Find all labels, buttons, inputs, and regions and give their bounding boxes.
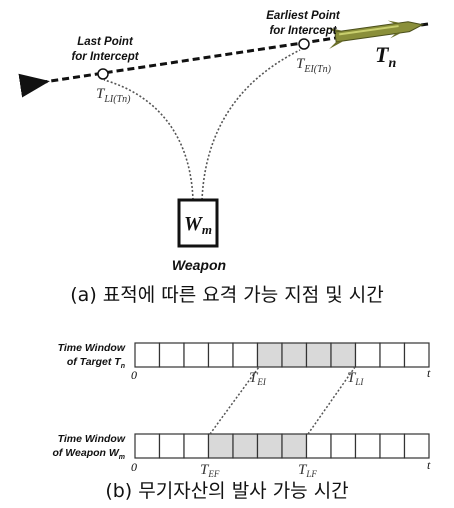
weapon-window-slot <box>307 434 332 458</box>
target-window-slot <box>282 343 307 367</box>
weapon-window-slot <box>258 434 283 458</box>
weapon-window-slot <box>135 434 160 458</box>
weapon-window-label-line2: of Weapon Wm <box>52 447 125 461</box>
target-window-slot <box>160 343 185 367</box>
t-li-marker-label: TLI <box>347 370 364 387</box>
weapon-window-slot <box>331 434 356 458</box>
weapon-window-slot <box>282 434 307 458</box>
weapon-axis-end: t <box>427 458 431 472</box>
target-time-window <box>135 343 429 367</box>
caption-a: (a) 표적에 따른 요격 가능 지점 및 시간 <box>70 284 383 306</box>
target-window-slot <box>233 343 258 367</box>
weapon-axis-origin: 0 <box>131 460 137 474</box>
target-window-slot <box>209 343 234 367</box>
target-label: Tn <box>375 42 396 71</box>
weapon-window-label-line1: Time Window <box>58 433 126 445</box>
target-window-slot <box>380 343 405 367</box>
weapon-window-slot <box>380 434 405 458</box>
target-window-label-line2: of Target Tn <box>67 356 125 370</box>
earliest-point-label-line1: Earliest Point <box>266 10 341 22</box>
t-lf-marker-label: TLF <box>298 462 317 479</box>
target-window-slot <box>331 343 356 367</box>
weapon-to-earliest-point-curve <box>202 50 300 200</box>
weapon-window-slot <box>160 434 185 458</box>
weapon-window-slot <box>356 434 381 458</box>
target-window-slot <box>405 343 430 367</box>
panel-b: Time Window of Target Tn Time Window of … <box>52 342 431 502</box>
t-ef-marker-label: TEF <box>200 462 220 479</box>
weapon-window-slot <box>405 434 430 458</box>
target-window-slot <box>356 343 381 367</box>
target-window-slot <box>258 343 283 367</box>
last-point-label-line2: for Intercept <box>71 51 139 63</box>
panel-a: Earliest Point for Intercept Last Point … <box>44 10 428 306</box>
target-window-slot <box>184 343 209 367</box>
target-axis-origin: 0 <box>131 368 137 382</box>
earliest-point-label-line2: for Intercept <box>269 25 337 37</box>
weapon-time-window <box>135 434 429 458</box>
weapon-window-slot <box>184 434 209 458</box>
target-window-slot <box>135 343 160 367</box>
t-ei-marker-label: TEI <box>249 370 267 387</box>
target-window-slot <box>307 343 332 367</box>
t-ei-label: TEI(Tn) <box>296 56 332 75</box>
weapon-window-slot <box>233 434 258 458</box>
caption-b: (b) 무기자산의 발사 가능 시간 <box>105 480 348 502</box>
last-point-label-line1: Last Point <box>77 36 134 48</box>
target-window-label-line1: Time Window <box>58 342 126 354</box>
last-intercept-point <box>98 69 108 79</box>
target-axis-end: t <box>427 366 431 380</box>
earliest-intercept-point <box>299 39 309 49</box>
weapon-window-slot <box>209 434 234 458</box>
weapon-label: Weapon <box>172 257 226 273</box>
